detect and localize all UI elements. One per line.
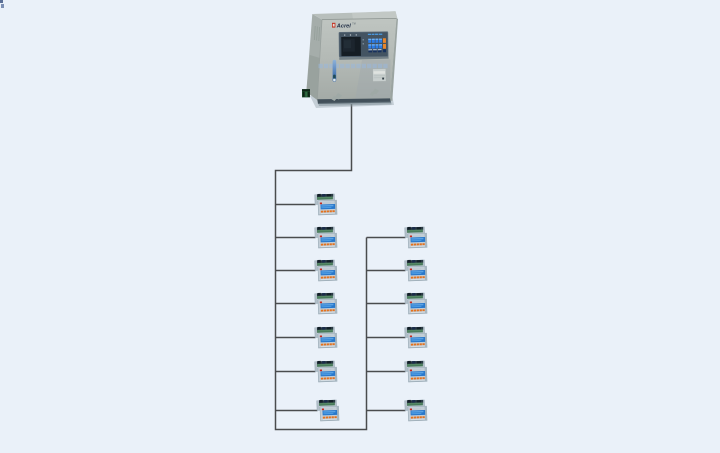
svg-text:TM: TM: [352, 24, 355, 26]
svg-text:Acrel: Acrel: [336, 23, 351, 29]
